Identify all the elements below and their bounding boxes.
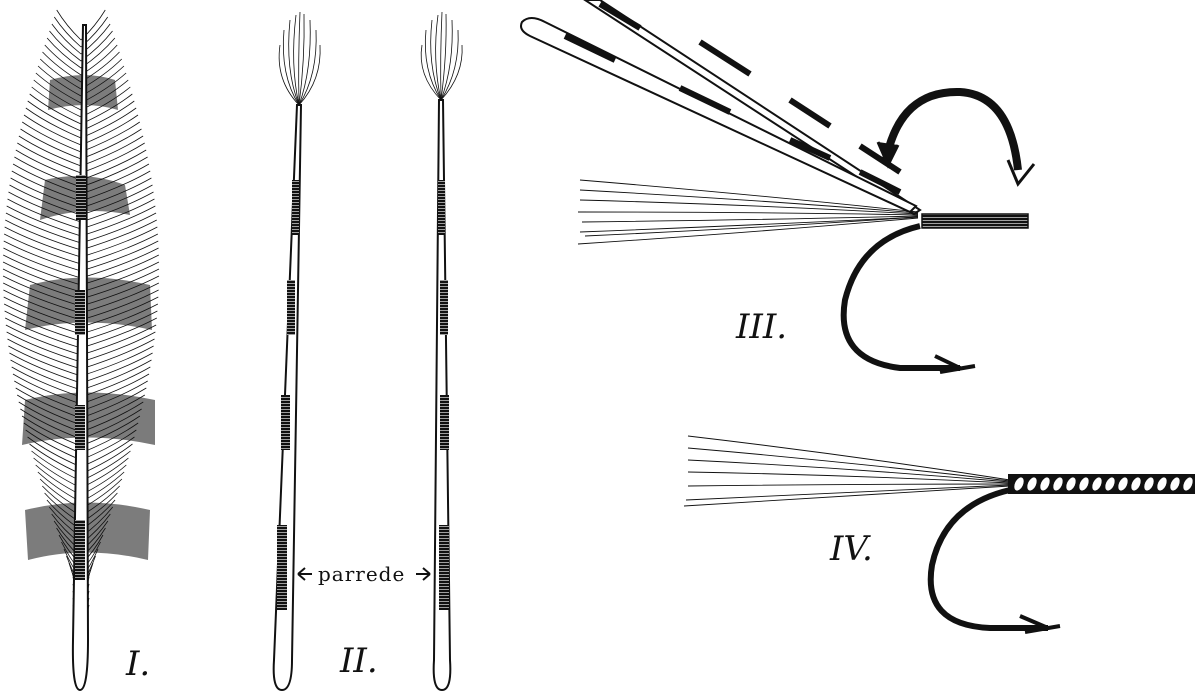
feather-quill xyxy=(73,25,88,690)
stripped-quill-right xyxy=(421,12,462,690)
hook-four xyxy=(931,490,1048,628)
parrede-annotation: parrede xyxy=(298,562,430,586)
figure-label-4: IV. xyxy=(829,529,873,569)
figure-label-3: III. xyxy=(735,307,787,347)
feather-figure: I. xyxy=(3,10,159,690)
figure-label-2: II. xyxy=(339,641,378,681)
wrap-direction-arrow xyxy=(886,92,1018,170)
figure-label-1: I. xyxy=(125,644,150,684)
fly-figure-four xyxy=(684,436,1195,632)
parrede-label: parrede xyxy=(318,562,405,586)
hook-three xyxy=(844,226,960,368)
stripped-quill-left xyxy=(274,12,320,690)
